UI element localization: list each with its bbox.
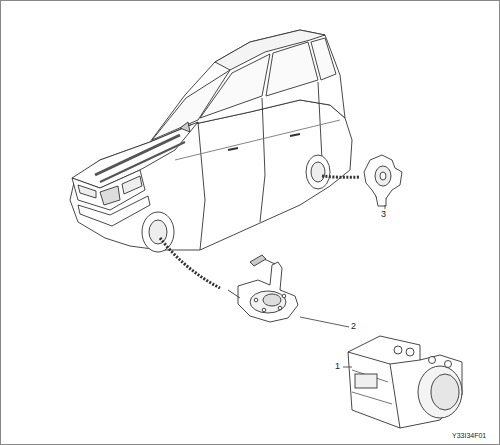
callout-number: 3	[381, 210, 386, 219]
figure-code: Y33I34F01	[452, 432, 486, 439]
callout-number: 2	[351, 322, 356, 331]
abs-modulator	[348, 336, 462, 428]
leader-line	[300, 205, 385, 367]
sweep-leader	[160, 238, 220, 288]
car-drawing	[70, 30, 352, 252]
front-hub-sensor	[228, 255, 298, 322]
rear-wheel-sensor	[364, 155, 402, 206]
callout-number: 1	[335, 362, 340, 371]
sweep-leader	[322, 176, 360, 177]
